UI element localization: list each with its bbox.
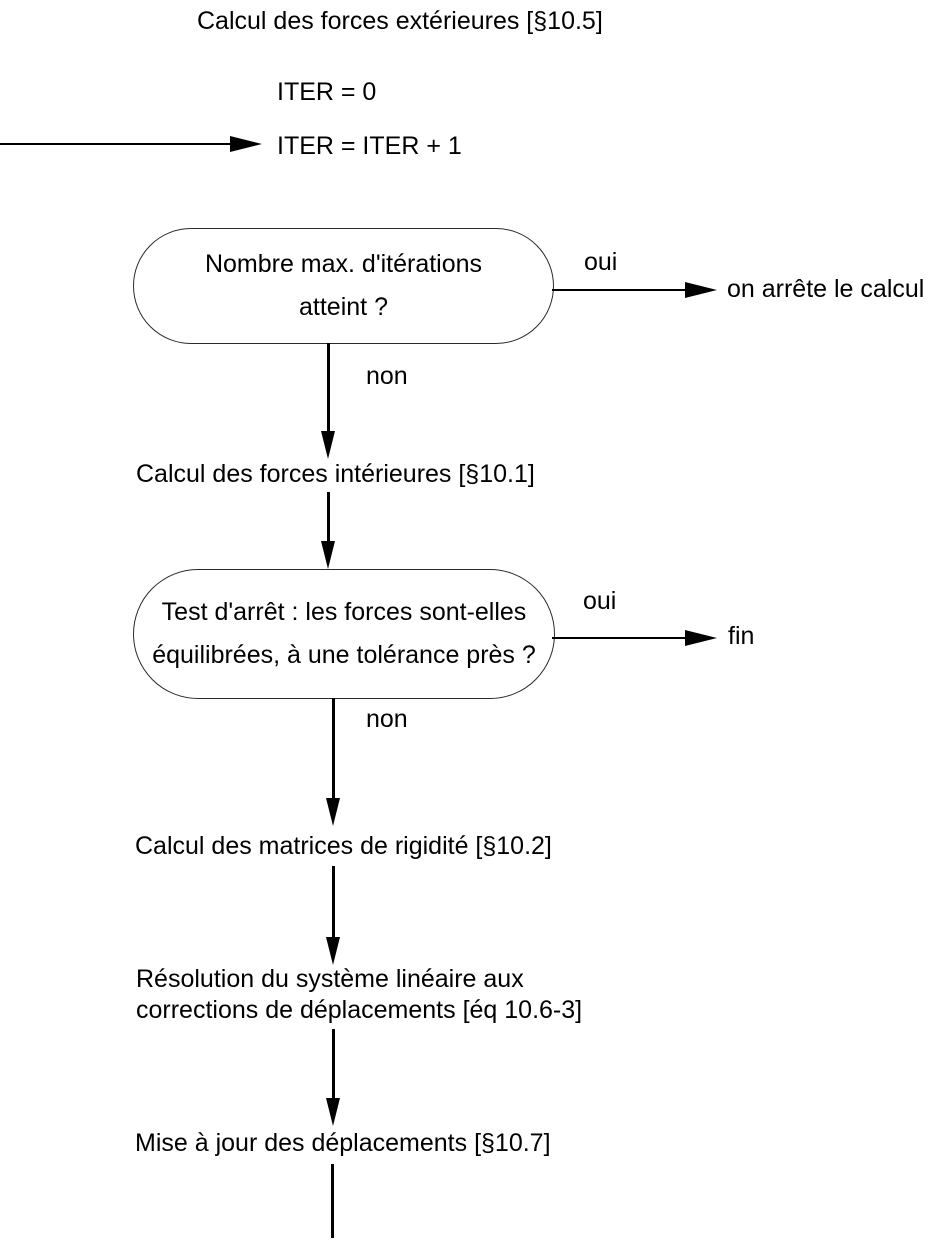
step-linear-system-line1: Résolution du système linéaire aux xyxy=(136,965,524,993)
no-branch-arrow-line xyxy=(327,343,330,431)
arrowhead-down-icon xyxy=(326,937,340,965)
arrowhead-right-icon xyxy=(230,136,262,152)
yes-branch-label: oui xyxy=(584,248,618,276)
yes-branch-label: oui xyxy=(583,587,617,615)
iter-init-label: ITER = 0 xyxy=(277,78,377,106)
step-external-forces-label: Calcul des forces extérieures [§10.5] xyxy=(197,7,603,35)
flow-arrow-line xyxy=(332,1029,335,1098)
flow-arrow-line xyxy=(327,492,330,541)
no-branch-label: non xyxy=(366,362,408,390)
yes-branch-arrow-line xyxy=(552,289,686,291)
loop-return-arrow-line xyxy=(0,143,234,145)
step-update-displacements-label: Mise à jour des déplacements [§10.7] xyxy=(135,1129,551,1157)
step-internal-forces-label: Calcul des forces intérieures [§10.1] xyxy=(136,460,535,488)
decision-equilibrium-test: Test d'arrêt : les forces sont-elles équ… xyxy=(133,569,555,699)
flow-line-continues xyxy=(331,1164,334,1238)
end-label: fin xyxy=(728,622,755,650)
arrowhead-down-icon xyxy=(326,1098,340,1126)
decision-max-iterations: Nombre max. d'itérations atteint ? xyxy=(133,228,554,344)
iter-increment-label: ITER = ITER + 1 xyxy=(277,132,462,160)
no-branch-label: non xyxy=(366,705,408,733)
yes-branch-arrow-line xyxy=(552,637,686,639)
decision-max-iterations-line1: Nombre max. d'itérations xyxy=(204,250,483,279)
step-stiffness-matrices-label: Calcul des matrices de rigidité [§10.2] xyxy=(135,832,552,860)
arrowhead-right-icon xyxy=(685,282,717,298)
arrowhead-down-icon xyxy=(321,541,335,569)
step-linear-system-label: Résolution du système linéaire aux corre… xyxy=(136,964,582,1026)
arrowhead-right-icon xyxy=(685,630,717,646)
no-branch-arrow-line xyxy=(332,698,335,798)
decision-equilibrium-line2: équilibrées, à une tolérance près ? xyxy=(152,641,536,669)
step-linear-system-line2: corrections de déplacements [éq 10.6-3] xyxy=(136,996,583,1024)
arrowhead-down-icon xyxy=(326,798,340,826)
decision-equilibrium-line1: Test d'arrêt : les forces sont-elles xyxy=(161,598,527,627)
flow-arrow-line xyxy=(332,866,335,937)
arrowhead-down-icon xyxy=(321,431,335,459)
stop-calculation-label: on arrête le calcul xyxy=(727,275,925,303)
decision-max-iterations-line2: atteint ? xyxy=(299,293,388,321)
